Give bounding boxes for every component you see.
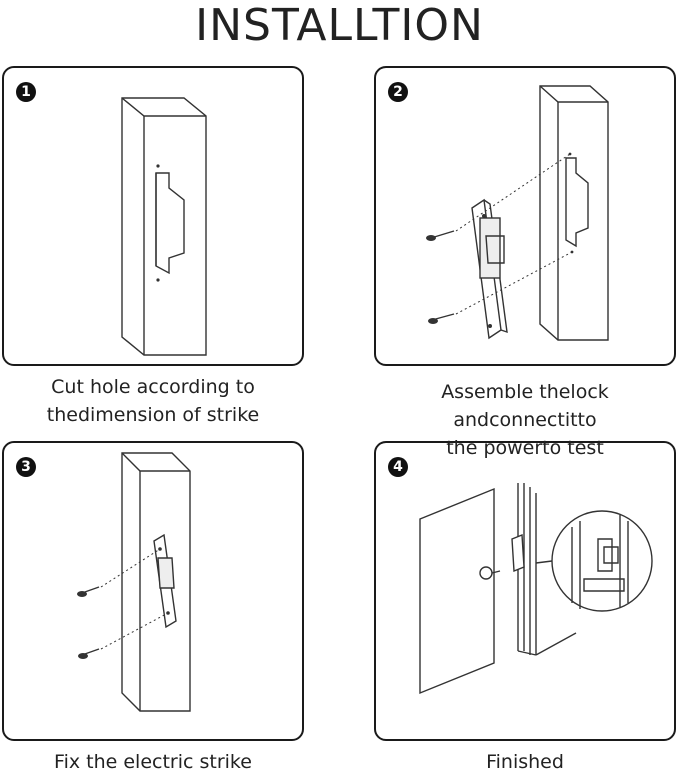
step-2-badge: 2 [388, 82, 408, 102]
step-1-caption-line2: thedimension of strike [46, 404, 260, 426]
step-4-caption: Finished [374, 748, 676, 776]
step-3-badge: 3 [16, 457, 36, 477]
step-3-illustration [77, 452, 191, 712]
step-4-caption-line1: Finished [486, 751, 564, 773]
step-1-panel: 1 [2, 66, 304, 366]
step-2-caption-line1: Assemble thelock andconnectitto [441, 381, 609, 431]
step-3-panel: 3 [2, 441, 304, 741]
step-1-caption-line1: Cut hole according to [51, 376, 255, 398]
step-3-caption: Fix the electric strike [2, 748, 304, 776]
step-3-caption-line1: Fix the electric strike [54, 751, 252, 773]
step-2-panel: 2 [374, 66, 676, 366]
step-1-illustration [121, 97, 207, 356]
step-1-caption: Cut hole according to thedimension of st… [2, 373, 304, 429]
step-2-caption: Assemble thelock andconnectitto the powe… [374, 378, 676, 462]
page-title: INSTALLTION [195, 0, 484, 51]
step-2-caption-line2: the powerto test [446, 437, 604, 459]
step-4-illustration [419, 483, 653, 695]
step-1-badge: 1 [16, 82, 36, 102]
step-2-illustration [426, 85, 609, 341]
step-4-badge: 4 [388, 457, 408, 477]
step-4-panel: 4 [374, 441, 676, 741]
